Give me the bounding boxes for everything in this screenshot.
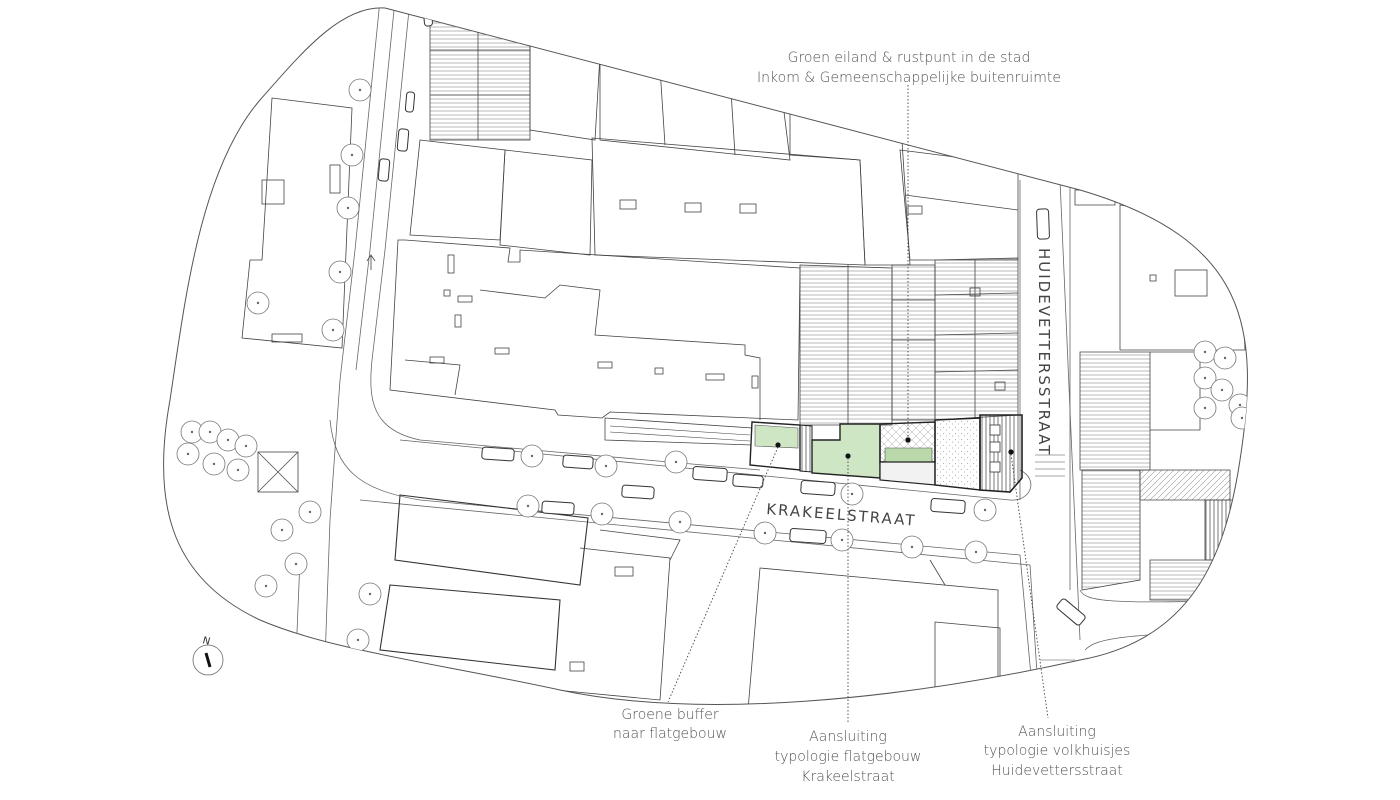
tree-trunk-icon [850, 492, 854, 496]
label-volk-2: typologie volkhuisjes [984, 743, 1131, 759]
tree-trunk-icon [212, 462, 216, 466]
car-icon [692, 466, 728, 482]
tree-trunk-icon [910, 545, 914, 549]
plan-boundary [163, 7, 1248, 705]
tree-trunk-icon [338, 270, 342, 274]
tree-trunk-icon [1223, 356, 1227, 360]
tree-trunk-icon [1020, 688, 1024, 692]
label-volk-1: Aansluiting [1018, 724, 1096, 740]
north-compass-icon: N [192, 635, 224, 676]
tree-trunk-icon [1240, 416, 1244, 420]
tree-trunk-icon [294, 562, 298, 566]
label-buffer-1: Groene buffer [621, 707, 718, 723]
tree-trunk-icon [356, 638, 360, 642]
tree-icon [1063, 680, 1087, 704]
buffer-marker [775, 442, 781, 448]
tree-trunk-icon [1238, 403, 1242, 407]
tree-trunk-icon [1220, 388, 1224, 392]
tree-icon [1010, 678, 1034, 702]
car-icon [541, 500, 575, 516]
car-icon [621, 484, 655, 500]
tree-trunk-icon [244, 444, 248, 448]
tree-trunk-icon [368, 592, 372, 596]
label-entrance: Inkom & Gemeenschappelijke buitenruimte [757, 70, 1061, 86]
tree-trunk-icon [256, 301, 260, 305]
label-flat-1: Aansluiting [809, 729, 887, 745]
car-icon [930, 498, 966, 514]
label-flat-3: Krakeelstraat [801, 769, 894, 785]
tree-trunk-icon [604, 464, 608, 468]
label-buffer-2: naar flatgebouw [613, 726, 727, 742]
tree-trunk-icon [186, 452, 190, 456]
top-buildings [409, 9, 1019, 266]
label-volk-3: Huidevettersstraat [991, 763, 1123, 779]
project-site [749, 414, 1023, 493]
tree-trunk-icon [674, 460, 678, 464]
tree-trunk-icon [350, 153, 354, 157]
tree-trunk-icon [600, 512, 604, 516]
tree-trunk-icon [208, 430, 212, 434]
car-icon [562, 454, 594, 470]
tree-trunk-icon [526, 504, 530, 508]
tree-trunk-icon [308, 510, 312, 514]
tree-trunk-icon [1203, 350, 1207, 354]
tree-trunk-icon [190, 430, 194, 434]
compass-letter: N [201, 635, 211, 648]
car-icon [1056, 598, 1086, 626]
tree-trunk-icon [983, 508, 987, 512]
car-icon [1036, 208, 1050, 240]
street-label-huidevettersstraat: HUIDEVETTERSSTRAAT [1035, 248, 1053, 456]
tree-trunk-icon [1203, 406, 1207, 410]
tree-trunk-icon [840, 538, 844, 542]
buffer-leader [667, 446, 779, 703]
street-label-krakeelstraat: KRAKEELSTRAAT [766, 500, 917, 530]
tree-trunk-icon [346, 206, 350, 210]
tree-trunk-icon [226, 438, 230, 442]
tree-trunk-icon [530, 454, 534, 458]
label-green-island: Groen eiland & rustpunt in de stad [788, 50, 1031, 66]
car-icon [377, 158, 391, 182]
car-icon [789, 527, 827, 545]
car-icon [732, 473, 764, 489]
tree-trunk-icon [678, 520, 682, 524]
car-icon [800, 480, 836, 496]
tree-trunk-icon [331, 328, 335, 332]
tree-trunk-icon [974, 550, 978, 554]
huidevetters-road [1019, 179, 1241, 677]
tree-trunk-icon [264, 584, 268, 588]
car-icon [481, 446, 515, 462]
row-houses [799, 257, 1019, 426]
flat-marker [845, 453, 851, 459]
car-icon [1012, 698, 1028, 705]
car-icon [404, 91, 416, 113]
tree-trunk-icon [1073, 690, 1077, 694]
car-icon [396, 128, 410, 152]
east-buildings [1074, 189, 1248, 705]
volk-marker [1008, 449, 1014, 455]
tree-trunk-icon [1203, 376, 1207, 380]
tree-trunk-icon [280, 528, 284, 532]
street-arrow-icon [366, 254, 376, 270]
volk-leader [1010, 453, 1049, 719]
trees [176, 78, 1248, 704]
tree-trunk-icon [763, 531, 767, 535]
entrance-marker [905, 437, 911, 443]
flat-building [389, 239, 801, 446]
west-building [241, 97, 353, 349]
label-flat-2: typologie flatgebouw [775, 749, 922, 765]
tree-trunk-icon [236, 468, 240, 472]
tree-trunk-icon [358, 88, 362, 92]
